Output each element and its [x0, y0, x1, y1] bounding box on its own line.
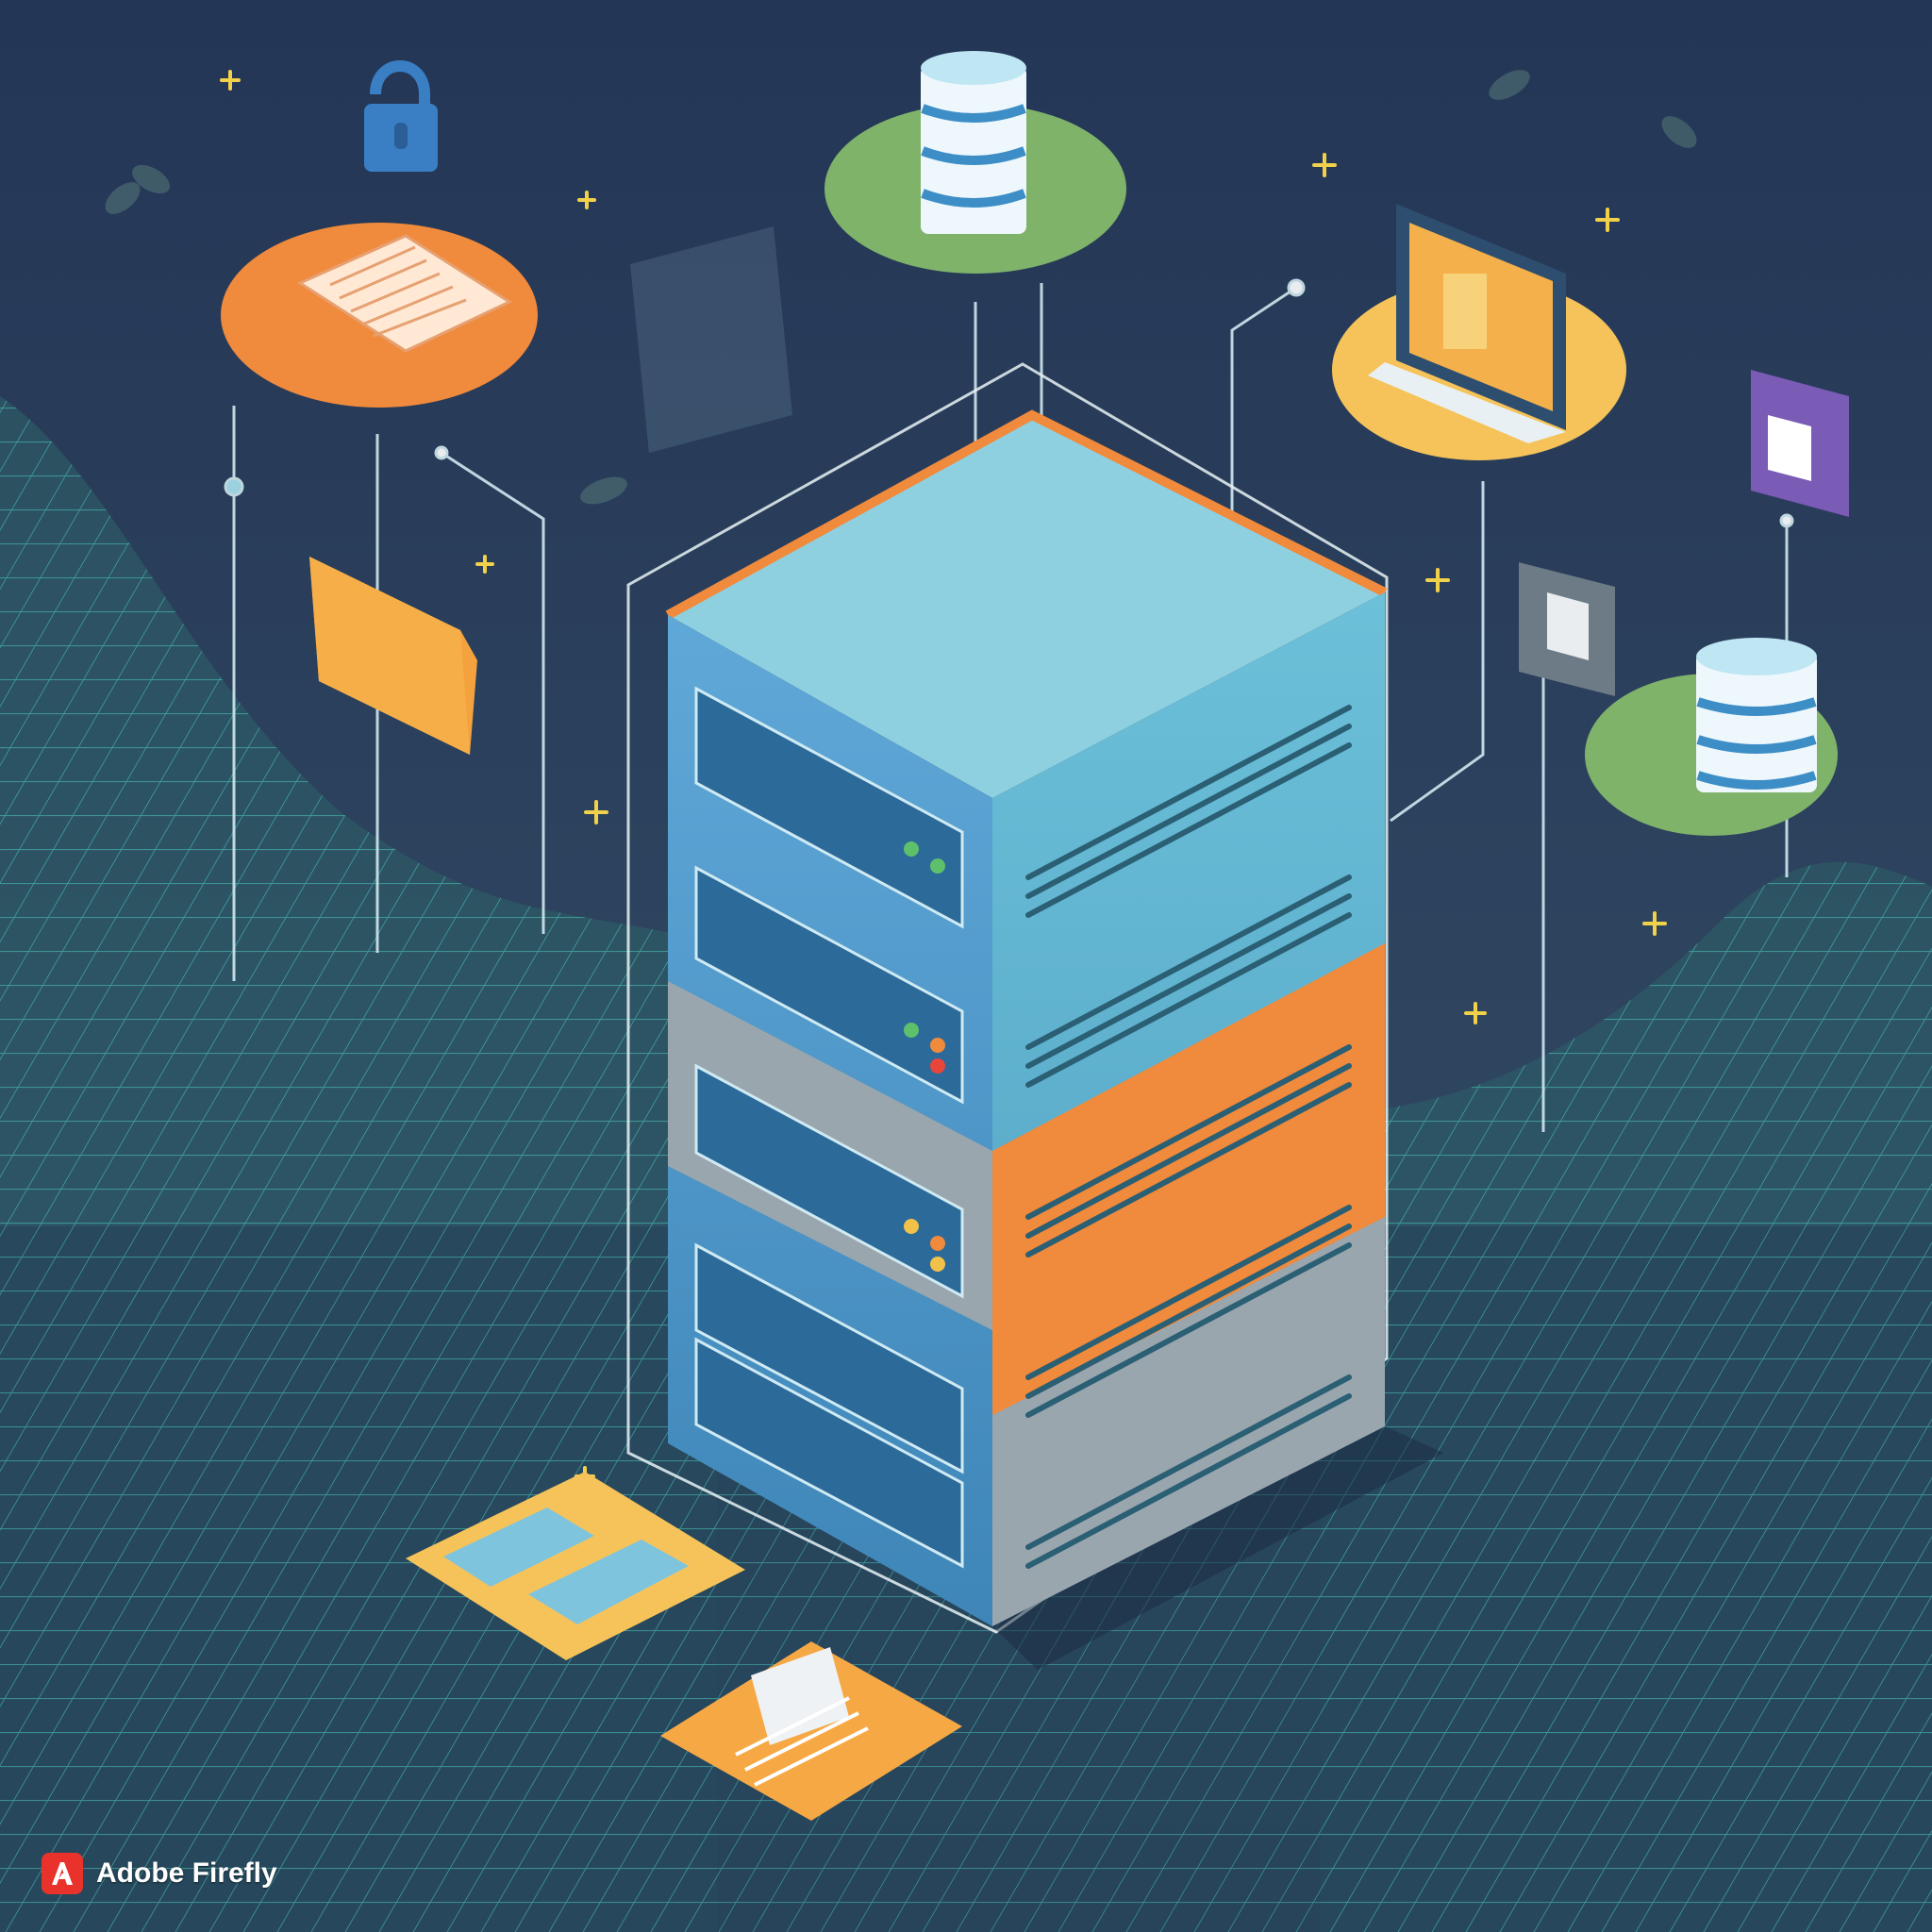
database-icon	[921, 51, 1026, 234]
padlock-icon	[364, 60, 438, 172]
background-rack-silhouette	[630, 226, 792, 453]
laptop-icon	[1368, 204, 1566, 443]
document-icon	[1751, 370, 1849, 517]
database-icon	[1696, 638, 1817, 792]
server-rack-icon	[626, 362, 1443, 1670]
watermark: Adobe Firefly	[42, 1853, 277, 1894]
adobe-logo-icon	[42, 1853, 83, 1894]
leaf-icon-cluster	[105, 70, 1697, 505]
status-lights	[904, 841, 945, 1272]
document-tile	[660, 1641, 962, 1821]
vent-grilles-right	[1025, 705, 1352, 1569]
database-platform-top	[824, 51, 1126, 274]
keyboard-icon	[296, 234, 513, 353]
keyboard-tile	[406, 1472, 745, 1660]
plug-icon	[1519, 562, 1615, 696]
keyboard-platform	[221, 223, 538, 408]
folder-icon	[309, 557, 477, 755]
database-platform-right	[1585, 638, 1838, 836]
drive-bays-left	[694, 686, 964, 1569]
laptop-platform	[1332, 204, 1626, 460]
watermark-text: Adobe Firefly	[96, 1857, 277, 1889]
